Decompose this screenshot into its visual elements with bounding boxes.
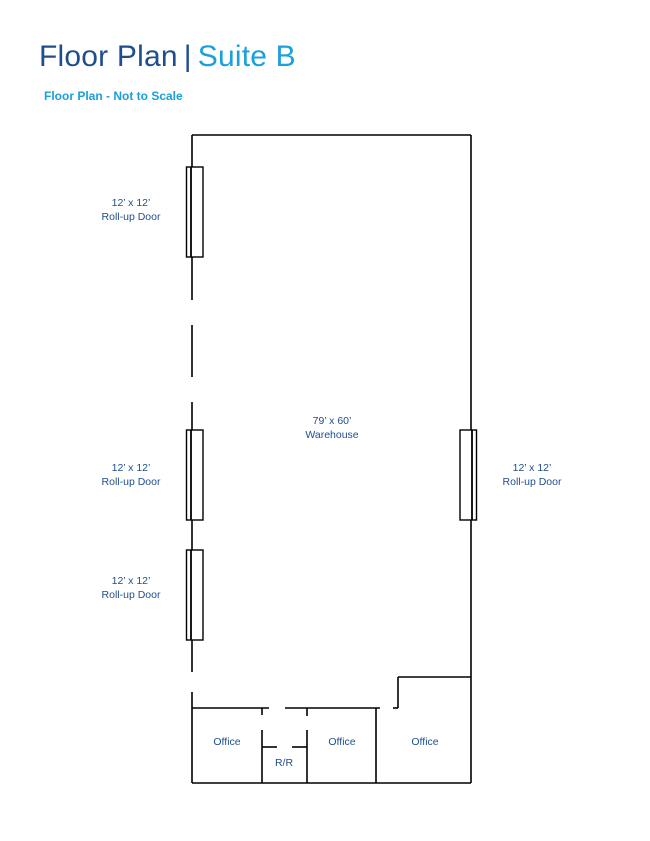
office-label-3: Office	[411, 736, 439, 748]
door-size: 12’ x 12’	[512, 462, 552, 474]
office-label-1: Office	[213, 736, 241, 748]
roll-up-door-left-3	[185, 549, 204, 641]
roll-up-door-left-2	[185, 429, 204, 521]
door-type: Roll-up Door	[101, 589, 161, 601]
door-label-right: 12’ x 12’ Roll-up Door	[503, 461, 562, 489]
door-size: 12’ x 12’	[111, 462, 151, 474]
roll-up-door-right	[459, 429, 478, 521]
office-label-2: Office	[328, 736, 356, 748]
door-type: Roll-up Door	[101, 476, 161, 488]
title-separator: |	[183, 40, 192, 73]
door-label-left-3: 12’ x 12’ Roll-up Door	[102, 574, 161, 602]
doors	[185, 166, 478, 641]
roll-up-door-left-1	[185, 166, 204, 258]
warehouse-type: Warehouse	[305, 429, 359, 441]
door-label-left-2: 12’ x 12’ Roll-up Door	[102, 461, 161, 489]
door-label-left-1: 12’ x 12’ Roll-up Door	[102, 196, 161, 224]
door-type: Roll-up Door	[502, 476, 562, 488]
suite-name: Suite B	[197, 40, 296, 73]
subtitle: Floor Plan - Not to Scale	[44, 89, 183, 103]
title-text: Floor Plan	[39, 40, 178, 73]
walls	[191, 134, 472, 784]
warehouse-label: 79’ x 60’ Warehouse	[305, 414, 358, 442]
page-title: Floor Plan|Suite B	[39, 40, 296, 74]
restroom-label: R/R	[274, 757, 294, 769]
warehouse-size: 79’ x 60’	[312, 415, 352, 427]
door-size: 12’ x 12’	[111, 197, 151, 209]
door-type: Roll-up Door	[101, 211, 161, 223]
door-size: 12’ x 12’	[111, 575, 151, 587]
